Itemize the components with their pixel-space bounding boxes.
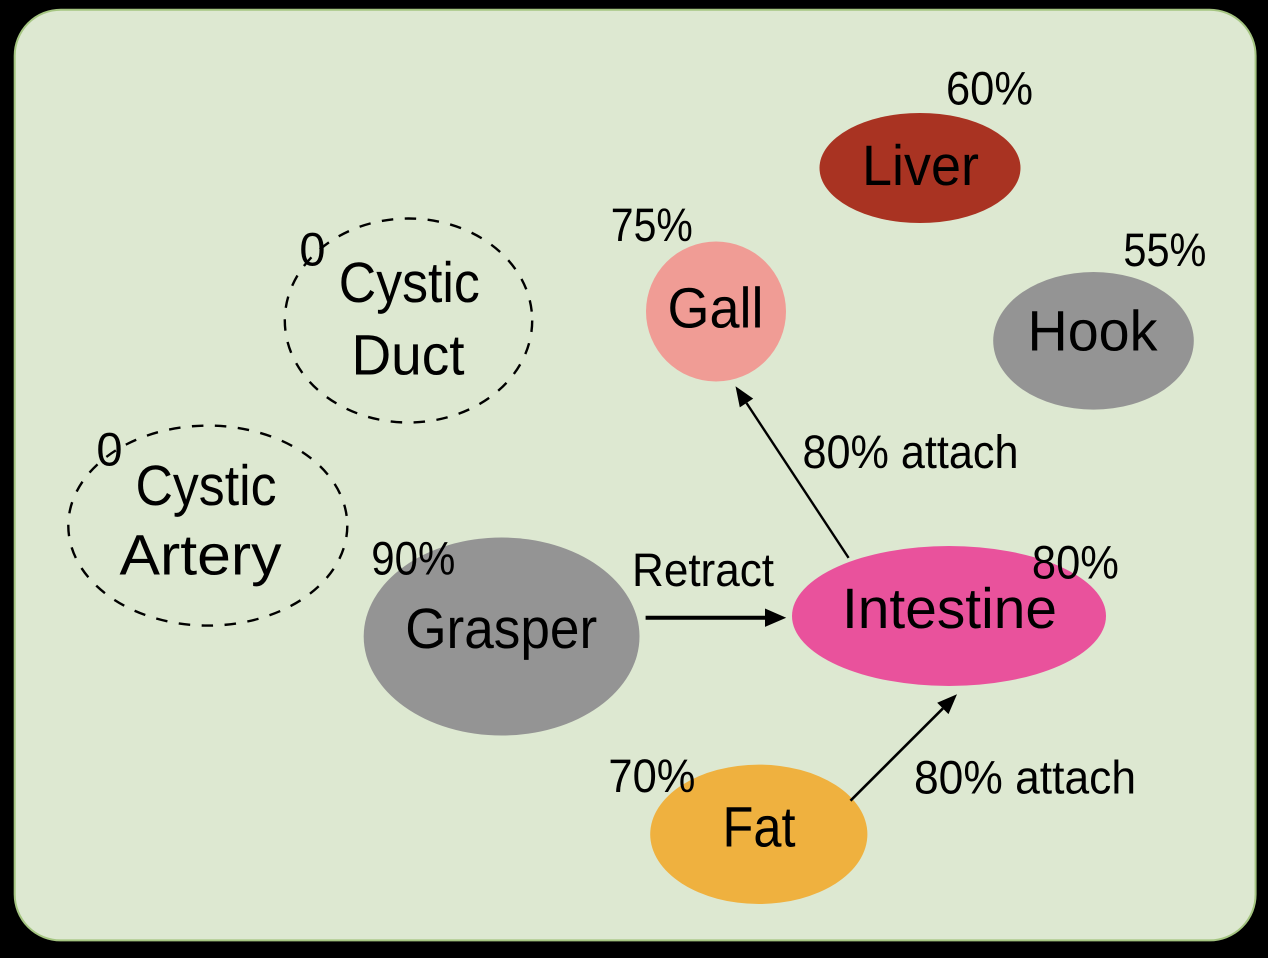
svg-text:Duct: Duct: [352, 323, 465, 387]
svg-text:80% attach: 80% attach: [914, 750, 1136, 803]
svg-text:70%: 70%: [608, 749, 695, 802]
svg-text:0: 0: [299, 223, 325, 276]
svg-text:Gall: Gall: [668, 276, 764, 340]
svg-text:80%: 80%: [1032, 535, 1119, 588]
svg-text:Cystic: Cystic: [339, 251, 480, 315]
svg-text:90%: 90%: [371, 532, 455, 585]
svg-text:80% attach: 80% attach: [803, 425, 1019, 478]
svg-text:Grasper: Grasper: [405, 597, 597, 661]
svg-text:Intestine: Intestine: [842, 577, 1057, 641]
svg-text:Liver: Liver: [862, 134, 979, 198]
svg-text:0: 0: [96, 423, 122, 476]
svg-text:75%: 75%: [611, 198, 693, 251]
svg-text:55%: 55%: [1123, 223, 1206, 276]
svg-text:Hook: Hook: [1028, 300, 1158, 364]
svg-text:Fat: Fat: [723, 796, 796, 860]
svg-text:Cystic: Cystic: [136, 454, 277, 518]
svg-text:60%: 60%: [946, 62, 1033, 115]
svg-text:Retract: Retract: [632, 543, 774, 596]
svg-text:Artery: Artery: [120, 524, 283, 588]
